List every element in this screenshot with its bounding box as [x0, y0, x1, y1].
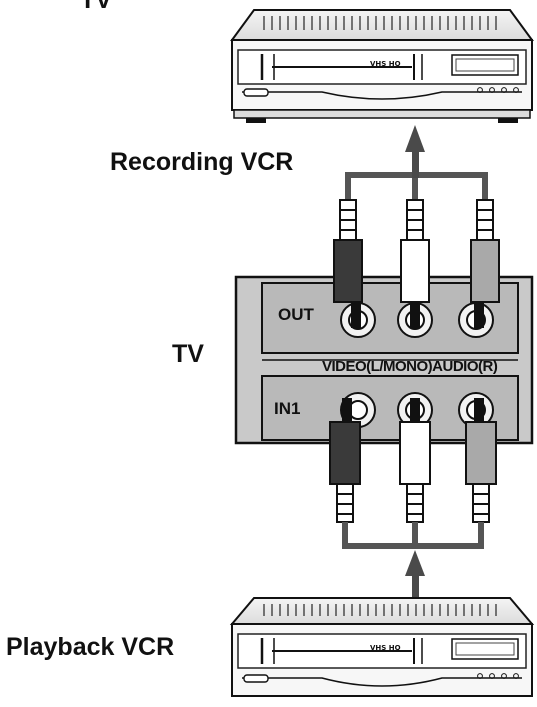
jack-labels: VIDEO(L/MONO)AUDIO(R) — [322, 358, 498, 375]
recording-vcr-logo: VHS HQ — [370, 60, 401, 68]
in1-label: IN1 — [274, 399, 300, 418]
out-audio-right-plug — [470, 199, 500, 328]
recording-vcr-label: Recording VCR — [110, 148, 293, 176]
out-label: OUT — [278, 305, 315, 324]
in1-audio-left-plug — [399, 398, 431, 523]
top-cut-label: TV — [80, 0, 112, 14]
up-arrow-bottom — [405, 550, 425, 602]
top-cable-harness — [345, 172, 488, 200]
tv-label: TV — [172, 340, 204, 368]
playback-vcr-device: VHS HQ — [229, 597, 535, 697]
out-audio-left-plug — [400, 199, 430, 328]
recording-vcr-device: VHS HQ — [230, 9, 534, 123]
bottom-cable-harness — [342, 522, 484, 549]
playback-vcr-label: Playback VCR — [6, 633, 174, 661]
playback-vcr-logo: VHS HQ — [370, 644, 401, 652]
out-video-plug — [333, 199, 363, 328]
in1-video-plug — [329, 398, 361, 523]
up-arrow — [405, 125, 425, 178]
